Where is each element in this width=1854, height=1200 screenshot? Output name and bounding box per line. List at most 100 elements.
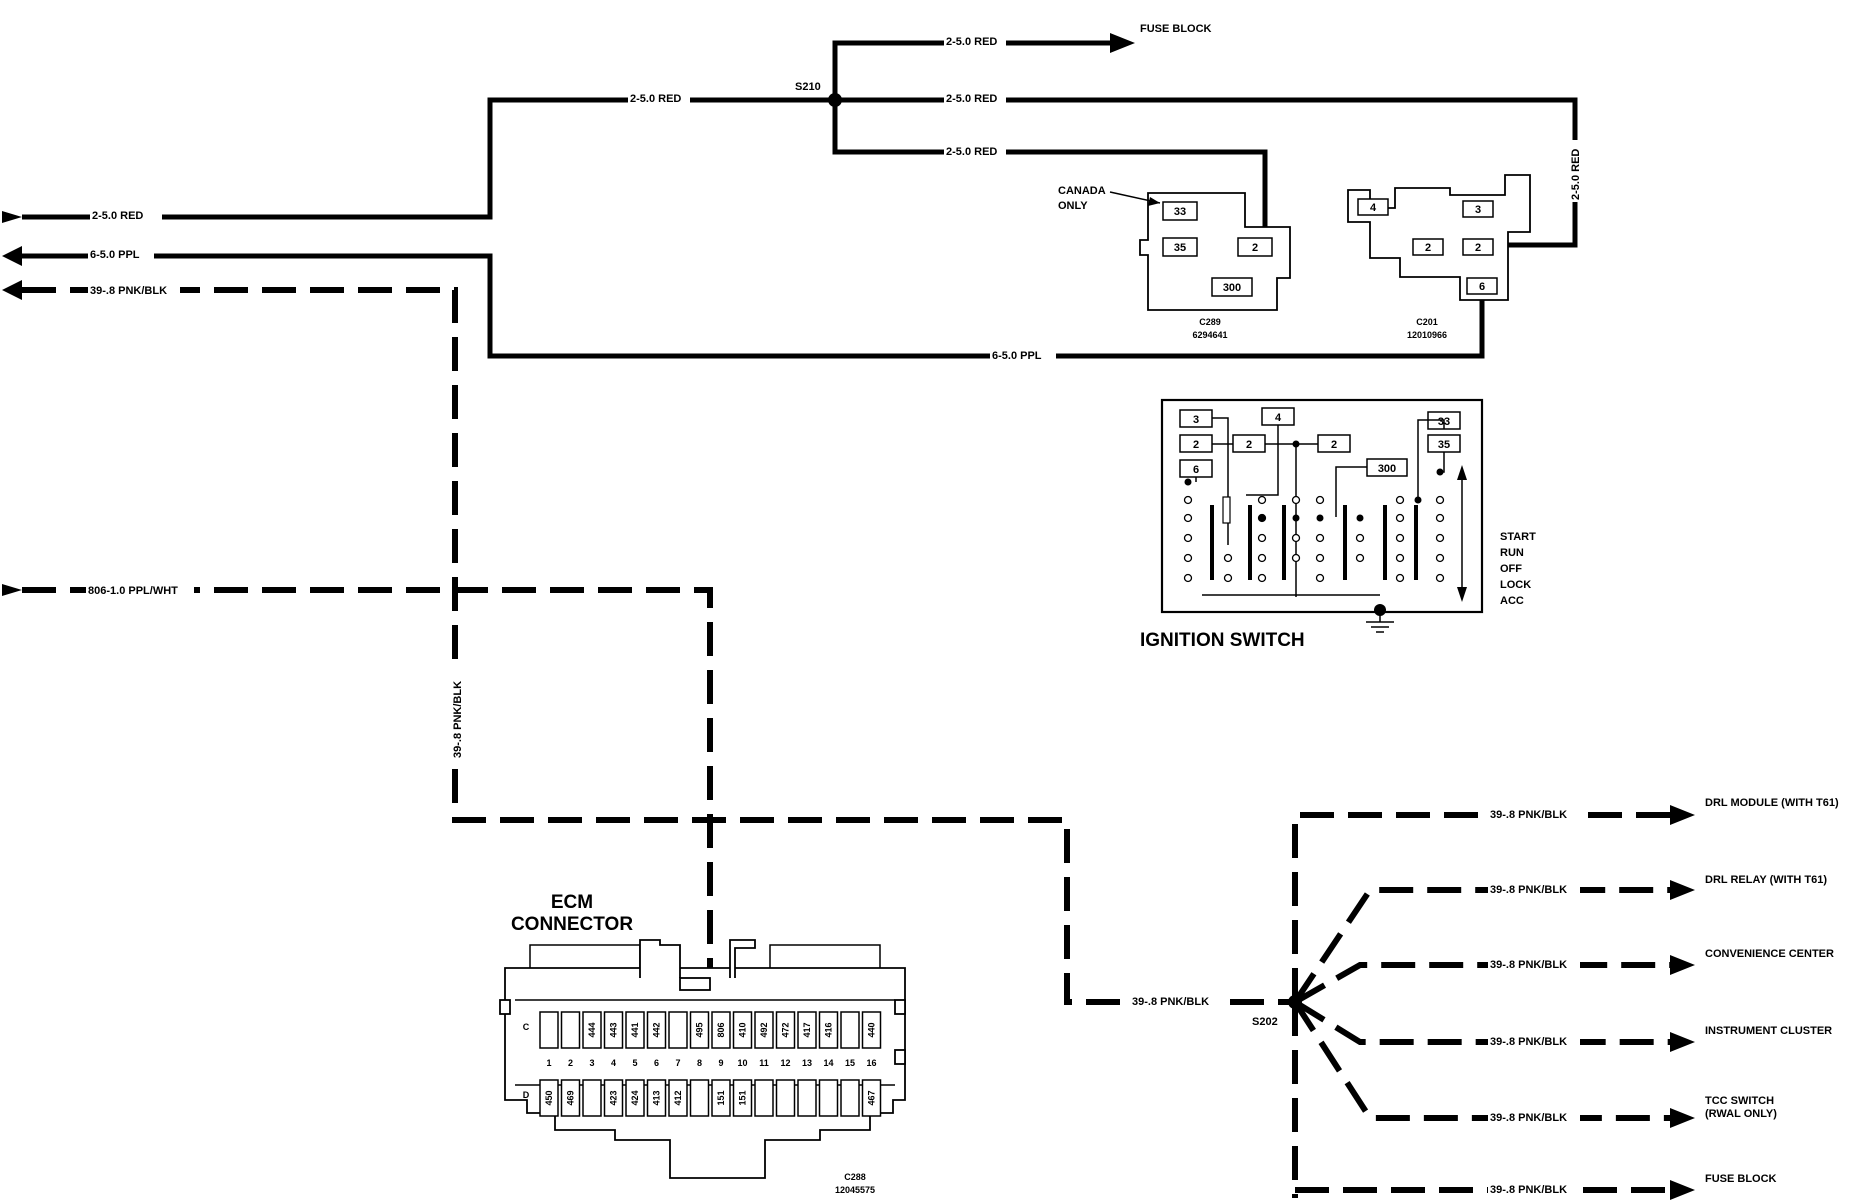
ecm-cavity-6: 6	[654, 1058, 659, 1068]
output-wire-6: 39-.8 PNK/BLK	[1490, 1184, 1567, 1196]
ecm-pin-c13-cell	[797, 1011, 817, 1049]
red-power-wires	[22, 40, 1578, 248]
c201-pin-2b: 2	[1475, 242, 1481, 254]
ecm-row-c-label: C	[523, 1022, 530, 1032]
splice-s202	[1288, 995, 1302, 1009]
ecm-pin-d14-cell	[818, 1079, 839, 1117]
splice-s210	[828, 93, 842, 107]
ecm-pin-c4-cell	[603, 1011, 624, 1049]
ecm-cavity-3: 3	[589, 1058, 594, 1068]
ignition-switch-title: IGNITION SWITCH	[1140, 630, 1305, 651]
label-ppl-bottom: 6-5.0 PPL	[992, 350, 1042, 362]
ecm-pin-d4: 423	[609, 1090, 619, 1105]
ecm-pin-c3: 444	[587, 1022, 597, 1037]
wire-labels: 2-5.0 RED 2-5.0 RED 2-5.0 RED 2-5.0 RED …	[86, 34, 1582, 1008]
ign-term-300: 300	[1378, 463, 1396, 475]
ign-term-4: 4	[1275, 412, 1282, 424]
ecm-pin-c14-cell	[818, 1011, 839, 1049]
pos-lock: LOCK	[1500, 579, 1531, 591]
ecm-pin-d9-cell	[711, 1079, 731, 1117]
ign-term-2b: 2	[1246, 439, 1252, 451]
splice-s202-label: S202	[1252, 1016, 1278, 1028]
pos-start: START	[1500, 531, 1536, 543]
ecm-pin-d5-cell	[625, 1079, 645, 1117]
label-red-to-c201: 2-5.0 RED	[946, 93, 997, 105]
c201-pin-3: 3	[1475, 204, 1481, 216]
ecm-pin-c5-cell	[625, 1011, 645, 1049]
ecm-pin-c15-cell	[840, 1011, 860, 1049]
red-left-arrow	[2, 211, 22, 223]
ecm-pin-c9-cell	[711, 1011, 731, 1049]
pnkblk-left-arrow	[2, 280, 22, 300]
output-dest-1: DRL MODULE (WITH T61)	[1705, 797, 1839, 809]
ecm-pin-c1-cell	[539, 1011, 559, 1049]
ecm-pin-c4: 443	[609, 1022, 619, 1037]
ecm-pin-d6: 413	[652, 1090, 662, 1105]
ecm-pin-d2-cell	[560, 1079, 581, 1117]
ecm-pin-d13-cell	[797, 1079, 817, 1117]
ecm-pin-d4-cell	[603, 1079, 624, 1117]
ecm-pin-d7: 412	[673, 1090, 683, 1105]
c289-part: 6294641	[1192, 330, 1227, 340]
ecm-pin-c8-cell	[689, 1011, 710, 1049]
splice-s210-label: S210	[795, 81, 821, 93]
c201-pin-6: 6	[1479, 281, 1485, 293]
pos-off: OFF	[1500, 563, 1522, 575]
ecm-pin-d10: 151	[738, 1090, 748, 1105]
pos-acc: ACC	[1500, 595, 1524, 607]
canada-only-leader-tip	[1148, 197, 1160, 206]
c289-pin-33: 33	[1174, 206, 1186, 218]
output-dest-5: TCC SWITCH(RWAL ONLY)	[1705, 1095, 1777, 1120]
ecm-pin-c11: 492	[759, 1022, 769, 1037]
ecm-pin-d7-cell	[668, 1079, 688, 1117]
connector-c201: 4 3 2 2 6	[1347, 174, 1531, 301]
ign-term-2c: 2	[1331, 439, 1337, 451]
ecm-pin-c14: 416	[824, 1022, 834, 1037]
pos-run: RUN	[1500, 547, 1524, 559]
label-red-vertical: 2-5.0 RED	[1570, 149, 1582, 200]
ecm-pin-d10-cell	[732, 1079, 753, 1117]
label-red-left: 2-5.0 RED	[92, 210, 143, 222]
ecm-cavity-15: 15	[845, 1058, 855, 1068]
ecm-pin-d16: 467	[867, 1090, 877, 1105]
ecm-pin-c13: 417	[802, 1022, 812, 1037]
switch-positions: START RUN OFF LOCK ACC	[1500, 531, 1536, 607]
ecm-pin-c10-cell	[732, 1011, 753, 1049]
ecm-name: C288	[844, 1172, 866, 1182]
ecm-cavity-13: 13	[802, 1058, 812, 1068]
label-red-to-fuse: 2-5.0 RED	[946, 36, 997, 48]
ecm-cavity-7: 7	[675, 1058, 680, 1068]
ecm-cavity-1: 1	[546, 1058, 551, 1068]
ecm-pin-c5: 441	[630, 1022, 640, 1037]
ign-term-6: 6	[1193, 464, 1199, 476]
ecm-pin-d1: 450	[544, 1090, 554, 1105]
ign-term-2a: 2	[1193, 439, 1199, 451]
switch-contacts	[1183, 440, 1445, 583]
ecm-pin-c12: 472	[781, 1022, 791, 1037]
ppl-left-arrow	[2, 246, 22, 266]
ecm-cavity-2: 2	[568, 1058, 573, 1068]
c201-pin-2a: 2	[1425, 242, 1431, 254]
label-pplwht-left: 806-1.0 PPL/WHT	[88, 585, 178, 597]
ecm-pin-c2-cell	[560, 1011, 581, 1049]
ecm-pin-d8-cell	[689, 1079, 710, 1117]
ign-term-35: 35	[1438, 439, 1450, 451]
output-arrows	[1670, 805, 1695, 1200]
label-pnkblk-to-s202: 39-.8 PNK/BLK	[1132, 996, 1209, 1008]
ecm-title-line2: CONNECTOR	[511, 914, 633, 935]
label-pnkblk-left: 39-.8 PNK/BLK	[90, 285, 167, 297]
output-dest-2: DRL RELAY (WITH T61)	[1705, 874, 1827, 886]
output-dest-3: CONVENIENCE CENTER	[1705, 948, 1834, 960]
label-red-top-mid: 2-5.0 RED	[630, 93, 681, 105]
ignition-switch: 3 4 2 2 2 6 300 33 35	[1160, 398, 1484, 633]
ecm-pin-d3-cell	[582, 1079, 602, 1117]
ecm-cavity-5: 5	[632, 1058, 637, 1068]
c289-name: C289	[1199, 317, 1221, 327]
output-dest-4: INSTRUMENT CLUSTER	[1705, 1025, 1832, 1037]
ecm-cavity-12: 12	[780, 1058, 790, 1068]
ecm-cavity-4: 4	[611, 1058, 616, 1068]
ecm-pin-c6: 442	[652, 1022, 662, 1037]
output-wire-3: 39-.8 PNK/BLK	[1490, 959, 1567, 971]
